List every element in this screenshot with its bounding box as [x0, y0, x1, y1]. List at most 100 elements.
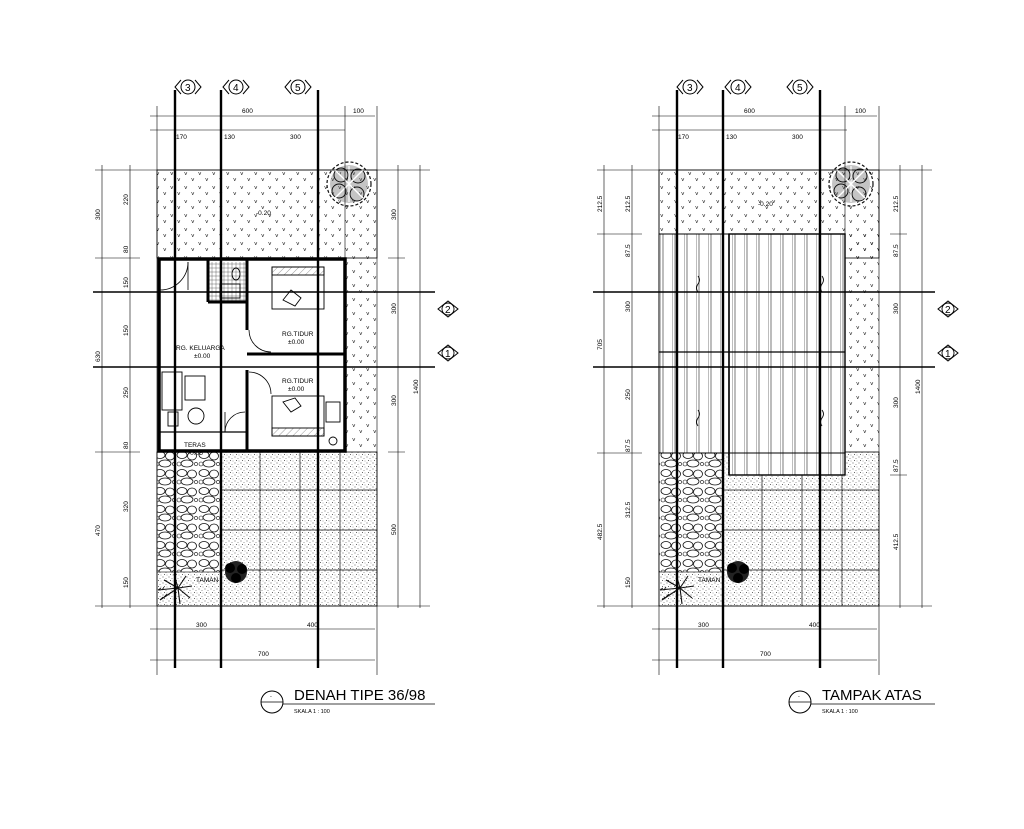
svg-text:212.5: 212.5: [625, 195, 632, 212]
dimension-lines: [597, 106, 932, 675]
svg-text:482.5: 482.5: [597, 523, 604, 540]
svg-text:212.5: 212.5: [893, 195, 900, 212]
dim-top-part: 170: [176, 134, 187, 141]
dim-left-inner: 220 80 150 150 250 80 320 150: [123, 194, 130, 588]
svg-text:-: -: [798, 694, 800, 700]
dim-bottom-total: 700: [760, 651, 771, 658]
site-garden-side: [345, 258, 377, 452]
room-name: TERAS: [184, 442, 206, 449]
svg-text:300: 300: [893, 303, 900, 314]
drawing-title-block: - DENAH TIPE 36/98 SKALA 1 : 100: [260, 687, 435, 715]
svg-text:412.5: 412.5: [893, 533, 900, 550]
svg-text:80: 80: [123, 245, 130, 253]
svg-text:250: 250: [625, 389, 632, 400]
svg-text:87.5: 87.5: [625, 244, 632, 257]
svg-text:470: 470: [95, 525, 102, 536]
dim-bottom-part: 300: [698, 622, 709, 629]
dim-top-part: 170: [678, 134, 689, 141]
dim-left-outer: 212.5 705 482.5: [597, 195, 604, 540]
plan-denah: TAMAN -0.20: [93, 79, 459, 715]
svg-text:300: 300: [391, 209, 398, 220]
svg-text:3: 3: [687, 83, 693, 94]
dim-left-outer: 300 630 470: [95, 209, 102, 536]
svg-text:300: 300: [893, 397, 900, 408]
grid-bubble-5: 5: [786, 79, 814, 95]
svg-text:87.5: 87.5: [893, 244, 900, 257]
svg-text:87.5: 87.5: [625, 439, 632, 452]
dim-top-part: 300: [792, 134, 803, 141]
drawing-title: DENAH TIPE 36/98: [294, 687, 425, 704]
svg-text:3: 3: [185, 83, 191, 94]
plan-tampak-atas: TAMAN -0.20 3: [593, 79, 959, 715]
dim-bottom-part: 400: [307, 622, 318, 629]
garden-label: TAMAN: [698, 577, 721, 584]
dim-top-extra: 100: [855, 108, 866, 115]
svg-text:150: 150: [625, 577, 632, 588]
svg-text:1400: 1400: [915, 379, 922, 394]
room-name: RG. KELUARGA: [176, 345, 225, 352]
svg-text:300: 300: [391, 303, 398, 314]
room-name: RG.TIDUR: [282, 378, 314, 385]
svg-text:630: 630: [95, 351, 102, 362]
svg-text:320: 320: [123, 501, 130, 512]
paving-lines: [723, 475, 879, 606]
site-stone-area: [156, 451, 222, 573]
grid-axis-lines: [93, 90, 435, 668]
svg-text:80: 80: [123, 441, 130, 449]
room-name: RG.TIDUR: [282, 331, 314, 338]
drawing-scale: SKALA 1 : 100: [822, 709, 858, 715]
svg-text:300: 300: [391, 395, 398, 406]
grid-bubble-row-1: 1: [937, 344, 959, 362]
svg-text:5: 5: [797, 83, 803, 94]
svg-text:500: 500: [391, 524, 398, 535]
room-level: -0.05: [188, 450, 203, 457]
svg-text:212.5: 212.5: [597, 195, 604, 212]
svg-text:150: 150: [123, 277, 130, 288]
svg-text:300: 300: [625, 301, 632, 312]
dim-right: 300 300 300 500 1400: [391, 209, 420, 535]
svg-text:220: 220: [123, 194, 130, 205]
room-level: ±0.00: [194, 353, 211, 360]
tree-icon: [828, 161, 874, 207]
room-level: ±0.00: [288, 386, 305, 393]
grid-bubble-4: 4: [724, 79, 752, 95]
dim-top-part: 130: [726, 134, 737, 141]
grid-bubble-4: 4: [222, 79, 250, 95]
svg-text:5: 5: [295, 83, 301, 94]
svg-text:1: 1: [445, 349, 451, 360]
grid-bubble-3: 3: [676, 79, 704, 95]
dim-top-part: 300: [290, 134, 301, 141]
dim-top-part: 130: [224, 134, 235, 141]
dim-bottom-part: 400: [809, 622, 820, 629]
svg-text:2: 2: [945, 305, 951, 316]
svg-text:-: -: [270, 694, 272, 700]
dim-bottom-part: 300: [196, 622, 207, 629]
furniture: [161, 266, 341, 446]
svg-text:87.5: 87.5: [893, 459, 900, 472]
dimension-lines: [95, 106, 430, 675]
drawing-title-block: - TAMPAK ATAS SKALA 1 : 100: [788, 687, 935, 715]
dim-top-extra: 100: [353, 108, 364, 115]
svg-text:4: 4: [233, 83, 239, 94]
svg-text:150: 150: [123, 577, 130, 588]
svg-text:250: 250: [123, 387, 130, 398]
grid-axis-lines: [593, 90, 935, 668]
level-label: -0.20: [256, 210, 271, 217]
house-walls: [157, 257, 347, 453]
grid-bubble-5: 5: [284, 79, 312, 95]
roof-plan: [658, 233, 846, 476]
svg-text:1: 1: [945, 349, 951, 360]
grid-bubble-3: 3: [174, 79, 202, 95]
svg-text:2: 2: [445, 305, 451, 316]
drawing-scale: SKALA 1 : 100: [294, 709, 330, 715]
svg-text:705: 705: [597, 339, 604, 350]
svg-text:150: 150: [123, 325, 130, 336]
level-label: -0.20: [758, 201, 773, 208]
grid-bubble-row-2: 2: [937, 300, 959, 318]
shrub-icon: [225, 561, 247, 583]
door-swings: [159, 261, 272, 433]
svg-text:4: 4: [735, 83, 741, 94]
svg-text:1400: 1400: [413, 379, 420, 394]
tree-icon: [326, 161, 372, 207]
